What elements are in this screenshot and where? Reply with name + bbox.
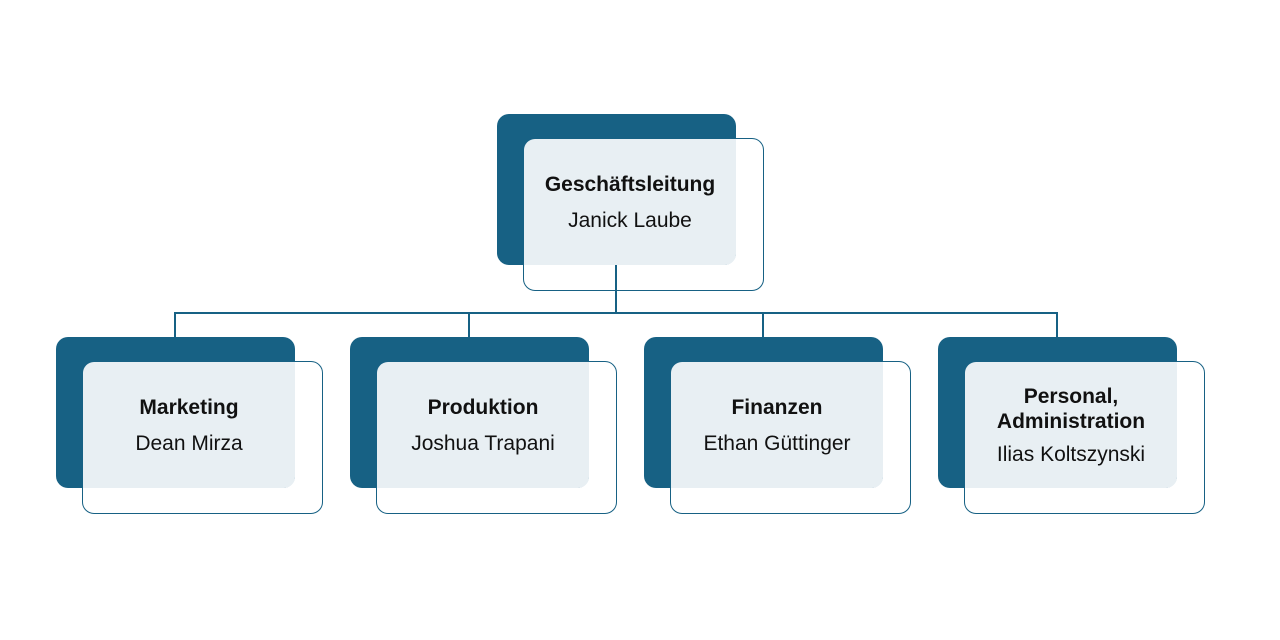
- node-person: Ethan Güttinger: [703, 431, 851, 455]
- node-front-card: [82, 361, 323, 514]
- connector-drop-finanzen: [762, 312, 764, 337]
- node-title: Geschäftsleitung: [544, 172, 716, 196]
- connector-horizontal-bar: [174, 312, 1058, 314]
- node-text: Marketing Dean Mirza: [82, 361, 296, 489]
- node-title: Marketing: [139, 395, 239, 419]
- node-text: Finanzen Ethan Güttinger: [670, 361, 884, 489]
- node-text: Produktion Joshua Trapani: [376, 361, 590, 489]
- connector-drop-produktion: [468, 312, 470, 337]
- node-title: Finanzen: [731, 395, 823, 419]
- node-text: Geschäftsleitung Janick Laube: [523, 138, 737, 266]
- node-person: Dean Mirza: [135, 431, 243, 455]
- node-personal-administration: Personal, Administration Ilias Koltszyns…: [938, 337, 1205, 514]
- node-person: Ilias Koltszynski: [996, 442, 1146, 466]
- node-title: Produktion: [427, 395, 539, 419]
- node-produktion: Produktion Joshua Trapani: [350, 337, 617, 514]
- connector-root-stem: [615, 265, 617, 314]
- node-front-card: [670, 361, 911, 514]
- node-title: Personal, Administration: [996, 384, 1146, 433]
- node-marketing: Marketing Dean Mirza: [56, 337, 323, 514]
- node-front-card: [523, 138, 764, 291]
- connector-drop-personal: [1056, 312, 1058, 337]
- node-finanzen: Finanzen Ethan Güttinger: [644, 337, 911, 514]
- node-person: Joshua Trapani: [411, 431, 555, 455]
- node-root: Geschäftsleitung Janick Laube: [497, 114, 764, 291]
- node-front-card: [376, 361, 617, 514]
- node-person: Janick Laube: [568, 208, 692, 232]
- node-front-card: [964, 361, 1205, 514]
- node-text: Personal, Administration Ilias Koltszyns…: [964, 361, 1178, 489]
- connector-drop-marketing: [174, 312, 176, 337]
